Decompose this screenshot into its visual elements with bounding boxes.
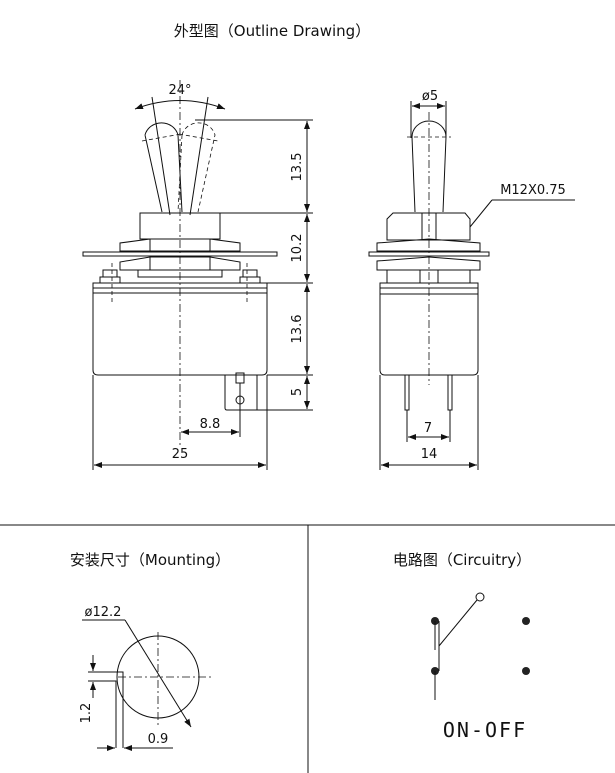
- circuit-label: ON-OFF: [443, 718, 527, 742]
- circuit-diagram: ON-OFF: [431, 592, 530, 742]
- dim-lever-diameter: ø5: [422, 89, 438, 104]
- dim-7: 7: [424, 421, 432, 436]
- circuitry-title: 电路图（Circuitry）: [393, 551, 531, 569]
- mounting-title: 安装尺寸（Mounting）: [70, 551, 230, 569]
- side-view: ø5 M12X0.75 7 14: [368, 89, 575, 470]
- dim-8-8: 8.8: [200, 417, 221, 432]
- key-width: 0.9: [148, 732, 169, 747]
- mounting-diagram: ø12.2 1.2 0.9: [79, 605, 213, 751]
- dim-5: 5: [290, 388, 305, 396]
- dim-25: 25: [172, 447, 189, 462]
- thread-label: M12X0.75: [500, 183, 566, 198]
- dim-10-2: 10.2: [290, 234, 305, 263]
- dim-13-5: 13.5: [290, 153, 305, 182]
- hole-diameter: ø12.2: [85, 605, 122, 620]
- dim-13-6: 13.6: [290, 315, 305, 344]
- front-view: 24°: [82, 80, 313, 470]
- angle-label: 24°: [168, 83, 191, 98]
- key-height: 1.2: [79, 703, 94, 724]
- dim-14: 14: [421, 447, 438, 462]
- outline-title: 外型图（Outline Drawing）: [174, 22, 370, 40]
